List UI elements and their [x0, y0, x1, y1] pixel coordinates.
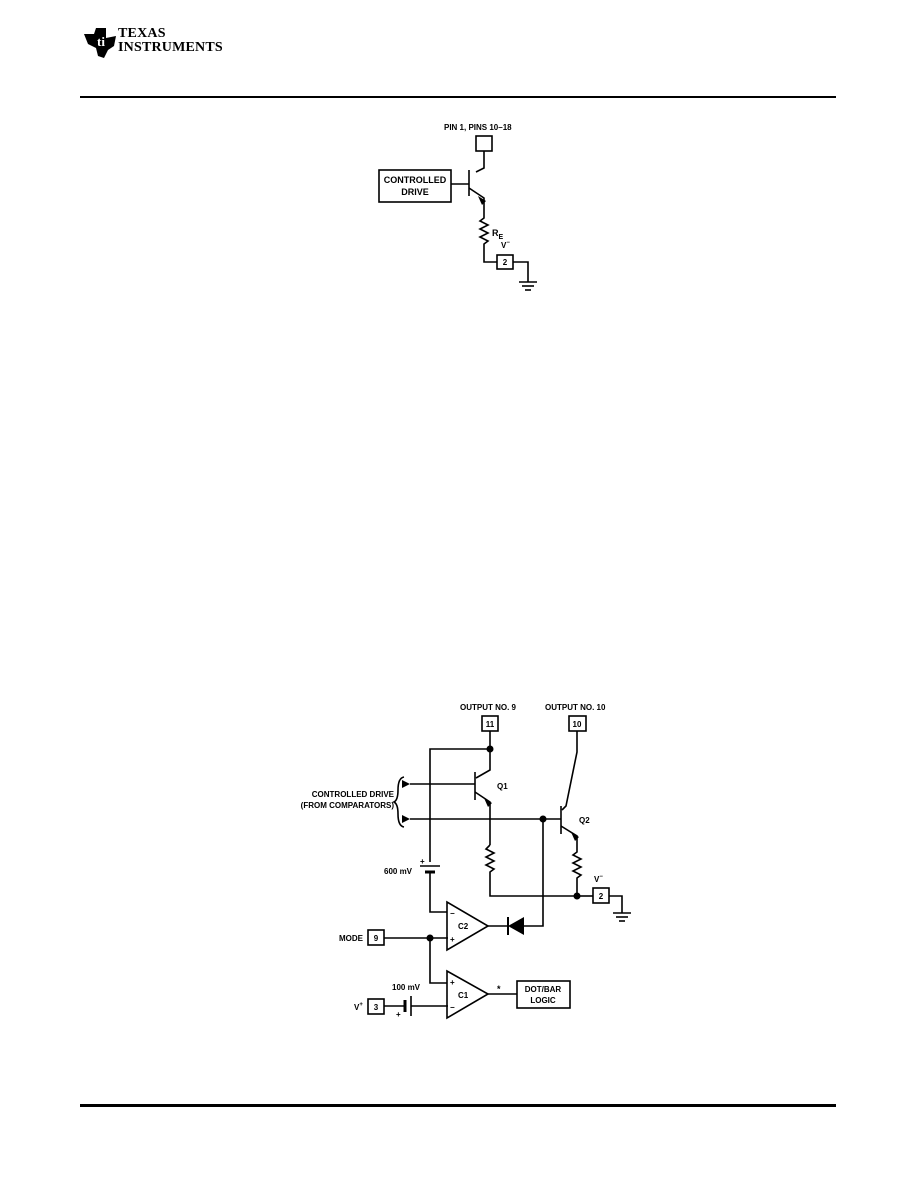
pin10-label: 10 [573, 720, 582, 729]
logic-box [516, 980, 571, 1009]
header-rule [80, 96, 836, 98]
footer-rule [80, 1104, 836, 1107]
c2-minus-wire [429, 872, 448, 913]
battery-100-plus: + [396, 1010, 401, 1019]
c1-comparator [446, 969, 490, 1020]
logo-line-2: Instruments [118, 40, 223, 55]
mode-label: MODE [339, 934, 364, 943]
ground-wire [513, 261, 529, 282]
output10-label: OUTPUT NO. 10 [545, 703, 606, 712]
q2-collector [561, 731, 578, 811]
diode-icon [508, 917, 524, 935]
re-label: RE [492, 228, 504, 241]
c2-minus-sign: − [450, 909, 455, 918]
drive-label-2: DRIVE [401, 187, 429, 197]
drive-brace [392, 776, 405, 828]
resistor-re [478, 206, 497, 263]
ti-logo: ti [84, 28, 116, 58]
q2-emitter-arrow [571, 832, 579, 841]
drive-box [378, 169, 452, 203]
pin11-label: 11 [486, 720, 495, 729]
drive-arrow-1 [402, 780, 410, 788]
ti-state-icon: ti [84, 28, 116, 58]
svg-text:ti: ti [97, 34, 105, 49]
logic-label-2: LOGIC [530, 996, 556, 1005]
c1-plus-sign: + [450, 978, 455, 987]
collector-wire [475, 151, 485, 173]
pin3-label: 3 [374, 1003, 379, 1012]
ground-icon [519, 281, 537, 291]
output9-label: OUTPUT NO. 9 [460, 703, 517, 712]
c2-plus-sign: + [450, 935, 455, 944]
battery-600-top-wire [429, 748, 490, 862]
ti-wordmark: Texas Instruments [118, 27, 223, 55]
diode-wire-right [524, 819, 544, 927]
c1-minus-sign: − [450, 1003, 455, 1012]
q1-emitter-resistor [484, 844, 577, 897]
drive-label-1: CONTROLLED DRIVE [312, 790, 395, 799]
emitter-arrow [478, 196, 486, 205]
ground-wire [609, 895, 623, 913]
battery-600-label: 600 mV [384, 867, 413, 876]
vminus-label: V− [594, 874, 603, 884]
q1-label: Q1 [497, 782, 508, 791]
pin3-box [367, 998, 385, 1015]
pin-label: PIN 1, PINS 10–18 [444, 123, 512, 132]
vplus-label: V+ [354, 1002, 363, 1012]
q2-label: Q2 [579, 816, 590, 825]
pin9-label: 9 [374, 934, 379, 943]
c1-label: C1 [458, 991, 469, 1000]
logic-label-1: DOT/BAR [525, 985, 562, 994]
q2-emitter-resistor [571, 848, 583, 896]
pin2-label: 2 [599, 892, 604, 901]
c2-comparator [446, 900, 490, 952]
battery-600-plus: + [420, 857, 425, 866]
drive-label-2: (FROM COMPARATORS) [301, 801, 395, 810]
logo-line-1: Texas [118, 26, 166, 41]
pin2-label: 2 [503, 258, 508, 267]
c2-label: C2 [458, 922, 469, 931]
ground-icon [613, 912, 631, 922]
c1-plus-wire [429, 938, 448, 984]
battery-100-label: 100 mV [392, 983, 421, 992]
q1-emitter-arrow [484, 798, 492, 807]
emitter-wire [468, 187, 485, 206]
asterisk: * [497, 984, 501, 994]
drive-arrow-2 [402, 815, 410, 823]
q1-collector [475, 749, 491, 779]
vminus-label: V− [501, 240, 510, 250]
drive-label-1: CONTROLLED [384, 175, 447, 185]
